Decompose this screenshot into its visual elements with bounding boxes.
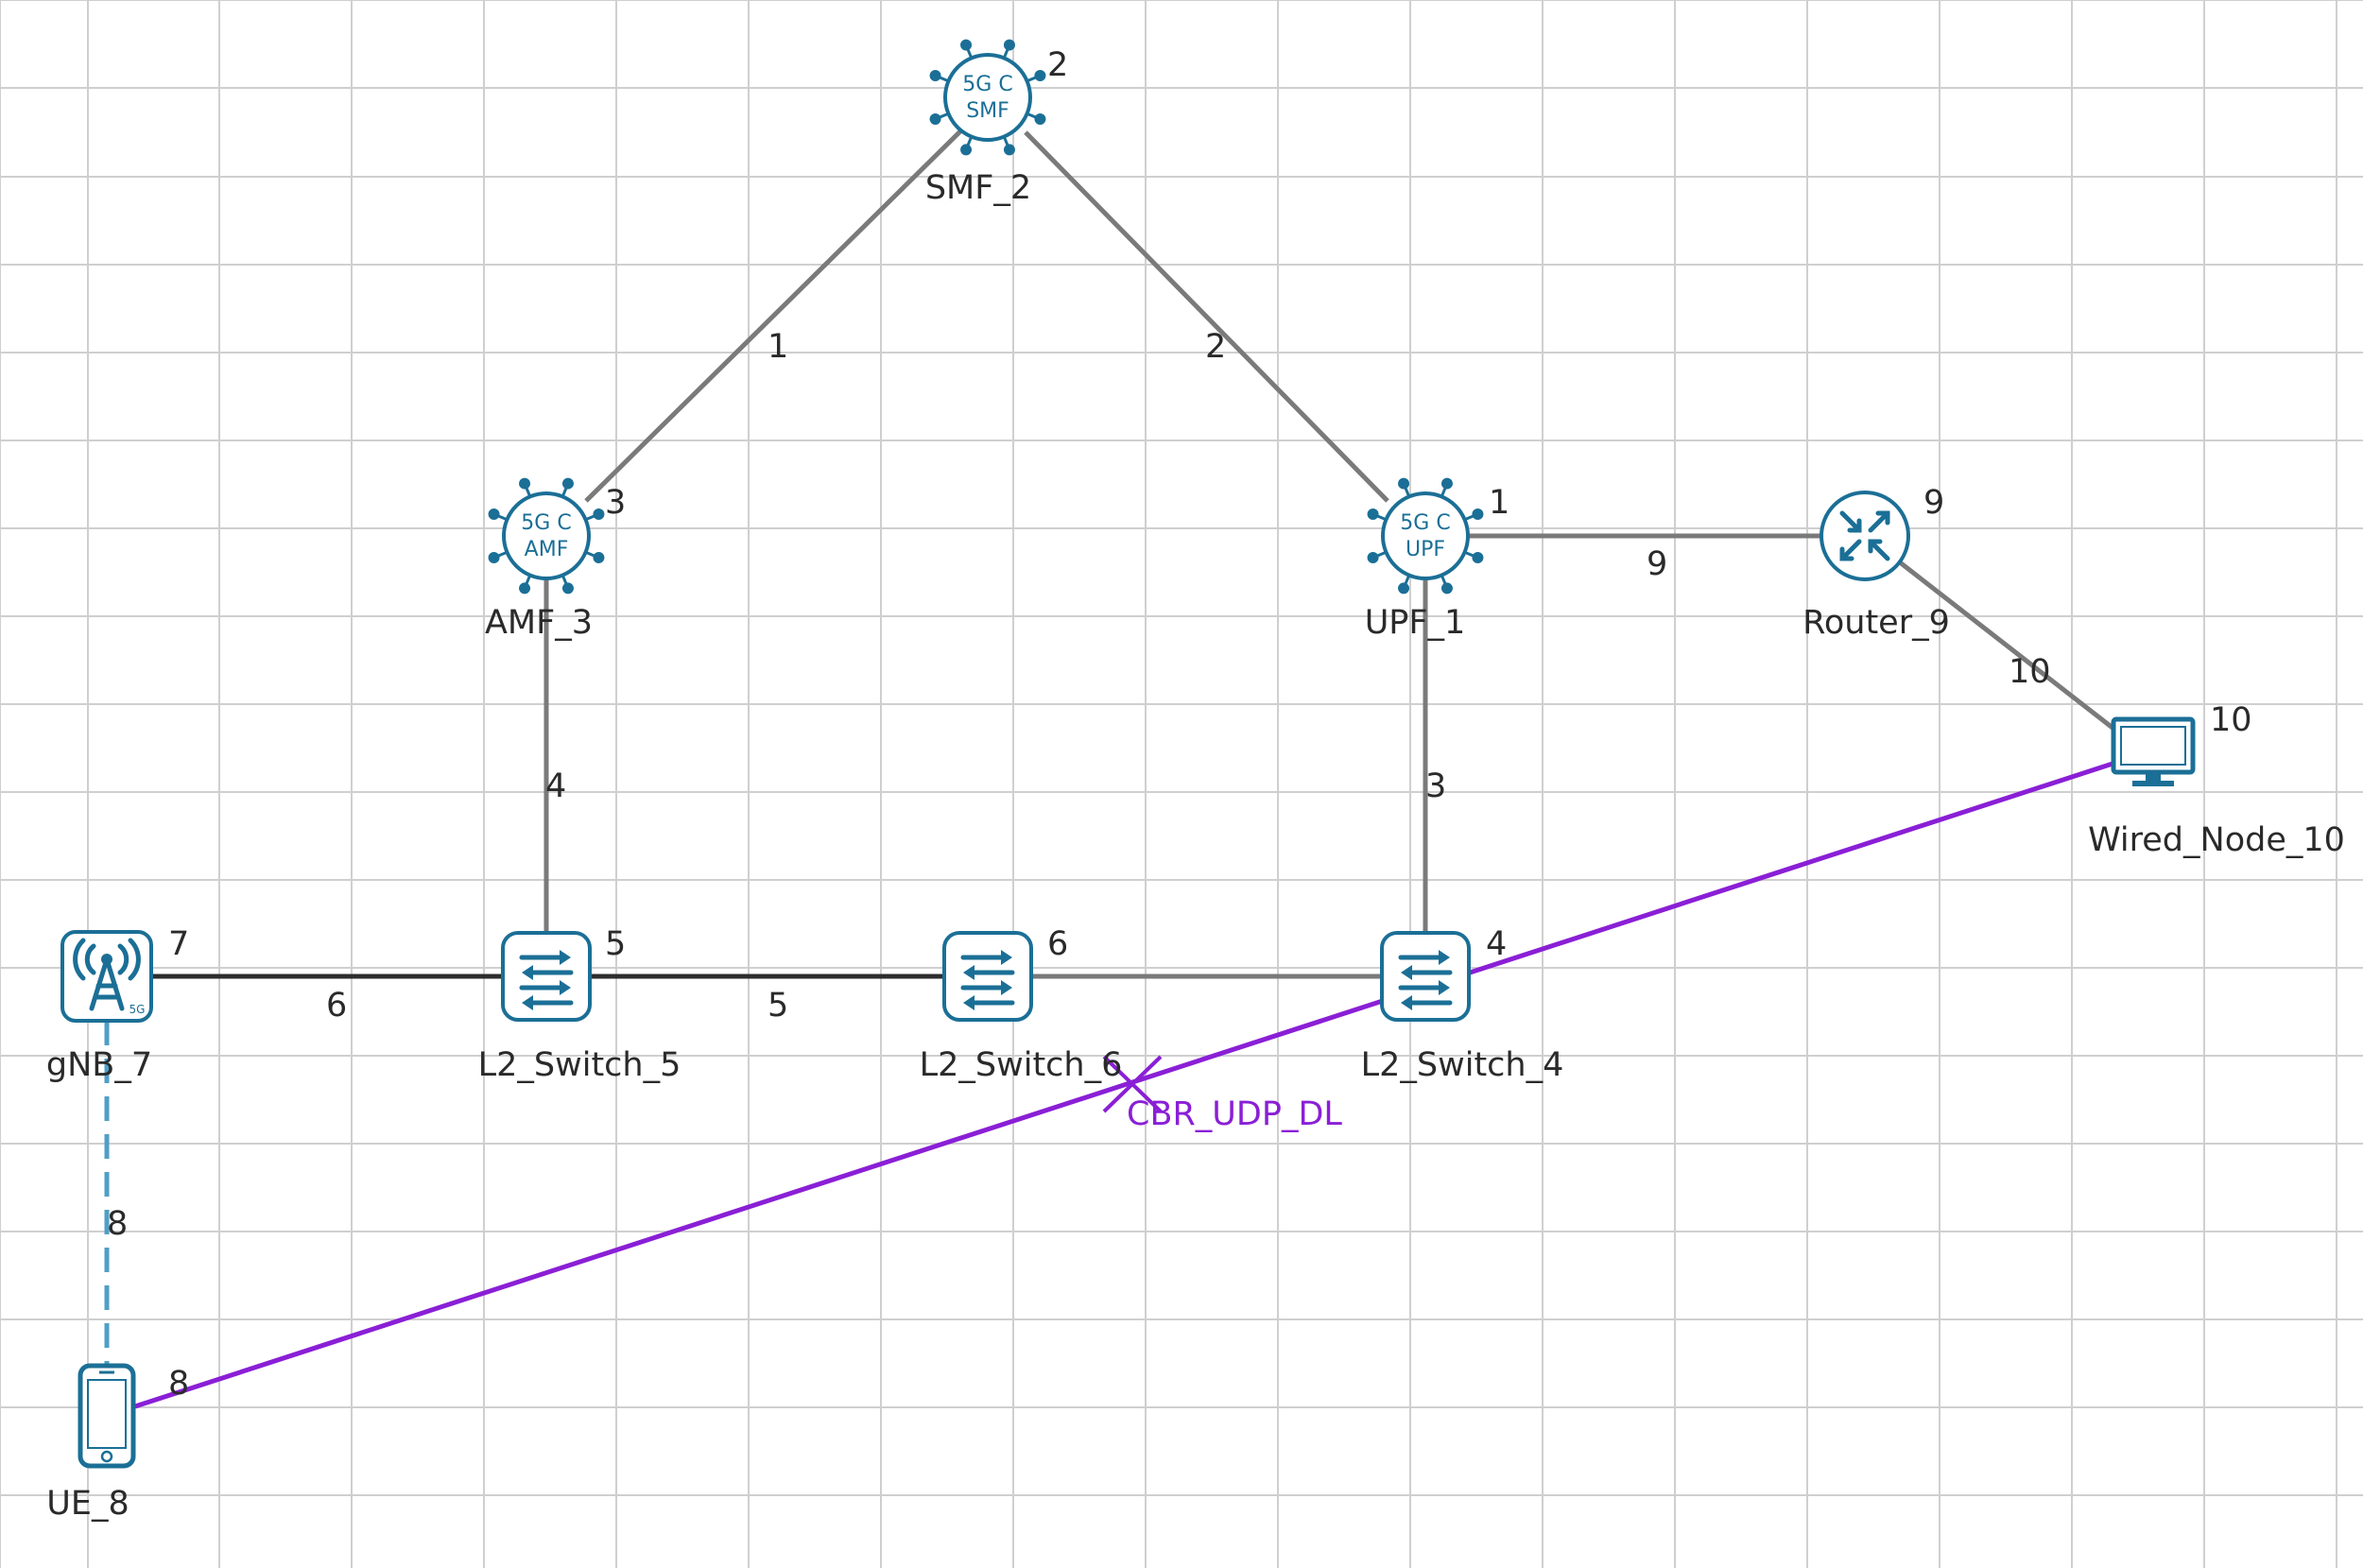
links (104, 126, 2114, 1409)
node-id-sw6: 6 (1047, 925, 1068, 963)
svg-text:5G C: 5G C (521, 511, 571, 535)
application-label[interactable]: CBR_UDP_DL (1127, 1095, 1342, 1133)
link-label-8: 8 (107, 1205, 128, 1243)
link-label-4: 4 (545, 767, 566, 805)
smartphone-icon (78, 1363, 136, 1469)
amf-node[interactable]: 5G C AMF (488, 477, 605, 594)
gnb-node[interactable]: 5G (60, 930, 153, 1023)
svg-text:SMF: SMF (966, 99, 1009, 123)
svg-text:UPF: UPF (1406, 538, 1445, 561)
application-flow-marker-icon (1102, 1055, 1163, 1113)
node-name-sw4: L2_Switch_4 (1361, 1046, 1564, 1084)
node-id-router: 9 (1923, 484, 1944, 522)
node-id-sw5: 5 (605, 925, 626, 963)
svg-text:5G C: 5G C (962, 73, 1012, 96)
node-name-router: Router_9 (1802, 604, 1950, 642)
smf-node[interactable]: 5G C SMF (929, 39, 1046, 156)
node-id-upf: 1 (1489, 484, 1509, 522)
node-name-ue: UE_8 (46, 1485, 129, 1523)
desktop-computer-icon (2111, 716, 2196, 786)
link-label-2: 2 (1205, 328, 1226, 366)
switch-icon (1380, 931, 1471, 1022)
router-icon (1820, 491, 1910, 581)
link-label-3: 3 (1425, 767, 1446, 805)
svg-text:5G: 5G (129, 1003, 146, 1016)
l2-switch-5-node[interactable] (501, 931, 592, 1022)
wired-node[interactable] (2111, 716, 2196, 786)
5g-core-upf-icon: 5G C UPF (1367, 477, 1484, 594)
switch-icon (501, 931, 592, 1022)
node-name-wired: Wired_Node_10 (2088, 821, 2345, 859)
link-10[interactable] (1898, 560, 2114, 730)
node-name-sw6: L2_Switch_6 (920, 1046, 1123, 1084)
link-label-5: 5 (768, 987, 788, 1025)
node-name-smf: SMF_2 (925, 169, 1031, 207)
node-name-gnb: gNB_7 (46, 1046, 152, 1084)
link-label-6: 6 (326, 987, 347, 1025)
link-label-9: 9 (1647, 545, 1667, 583)
node-name-upf: UPF_1 (1365, 604, 1466, 642)
switch-icon (942, 931, 1033, 1022)
node-id-sw4: 4 (1486, 925, 1507, 963)
node-name-sw5: L2_Switch_5 (478, 1046, 681, 1084)
node-id-ue: 8 (168, 1365, 189, 1403)
application-flow-line[interactable] (134, 761, 2113, 1409)
l2-switch-6-node[interactable] (942, 931, 1033, 1022)
link-label-10: 10 (2009, 653, 2051, 691)
node-ids: 2 3 1 9 10 7 5 6 4 8 (168, 46, 2252, 1403)
5g-core-smf-icon: 5G C SMF (929, 39, 1046, 156)
svg-text:5G C: 5G C (1400, 511, 1450, 535)
ue-node[interactable] (78, 1363, 136, 1469)
node-names: SMF_2 AMF_3 UPF_1 Router_9 Wired_Node_10… (46, 169, 2345, 1523)
upf-node[interactable]: 5G C UPF (1367, 477, 1484, 594)
node-id-amf: 3 (605, 484, 626, 522)
router-node[interactable] (1820, 491, 1910, 581)
node-id-gnb: 7 (168, 925, 189, 963)
5g-core-amf-icon: 5G C AMF (488, 477, 605, 594)
node-name-amf: AMF_3 (485, 604, 593, 642)
link-1[interactable] (584, 126, 966, 503)
link-2[interactable] (1024, 130, 1389, 503)
node-id-wired: 10 (2210, 701, 2252, 739)
cell-tower-icon: 5G (60, 930, 153, 1023)
l2-switch-4-node[interactable] (1380, 931, 1471, 1022)
link-labels: 1 2 3 4 5 6 8 9 10 (107, 328, 2051, 1243)
svg-text:AMF: AMF (525, 538, 569, 561)
node-id-smf: 2 (1047, 46, 1068, 84)
link-label-1: 1 (768, 328, 788, 366)
